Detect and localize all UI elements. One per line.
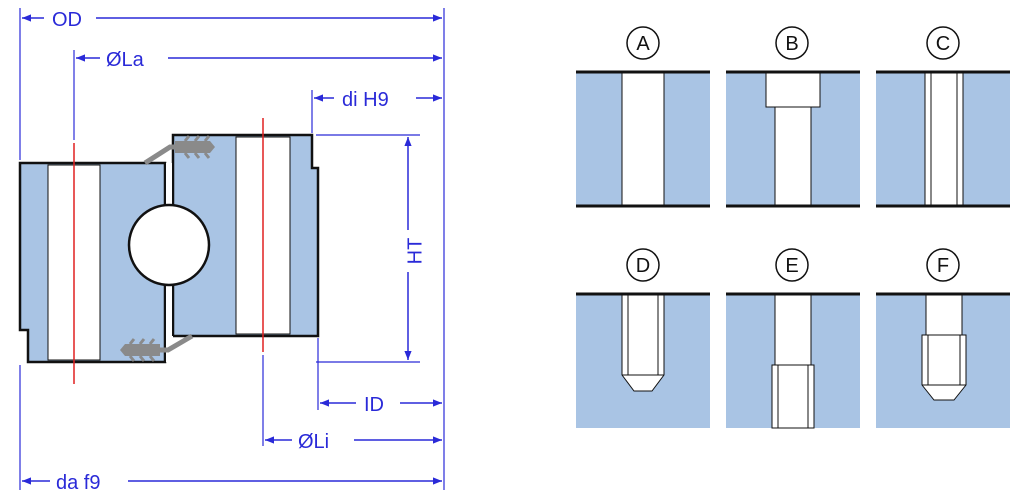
label-circle-f	[926, 248, 960, 282]
hole-type-e: E	[726, 248, 860, 429]
hole-label-e: E	[785, 255, 798, 277]
top-seal	[143, 135, 215, 166]
di-label: di H9	[342, 89, 389, 111]
hole-type-b: B	[726, 26, 860, 208]
label-circle-b	[775, 26, 809, 60]
hole-type-panels: A B C D	[576, 26, 1010, 429]
da-label: da f9	[56, 472, 100, 494]
extension-lines	[19, 8, 445, 490]
hole-label-a: A	[636, 33, 650, 55]
bearing-cross-section: OD ØLa di H9 HT ID ØLi da f9	[18, 6, 445, 494]
label-circle-a	[626, 26, 660, 60]
hole-type-f: F	[876, 248, 1010, 428]
hole-label-c: C	[936, 33, 950, 55]
bottom-seal	[120, 333, 194, 362]
hole-label-b: B	[785, 33, 798, 55]
hole-type-a: A	[576, 26, 710, 208]
hole-label-f: F	[937, 255, 949, 277]
id-label: ID	[364, 394, 384, 416]
hole-type-d: D	[576, 248, 710, 428]
hole-type-c: C	[876, 26, 1010, 208]
ball	[127, 203, 211, 287]
od-label: OD	[52, 9, 82, 31]
la-label: ØLa	[106, 49, 145, 71]
label-circle-c	[926, 26, 960, 60]
ht-label: HT	[404, 238, 426, 265]
li-label: ØLi	[298, 431, 329, 453]
hole-label-d: D	[636, 255, 650, 277]
label-circle-d	[626, 248, 660, 282]
label-circle-e	[775, 248, 809, 282]
